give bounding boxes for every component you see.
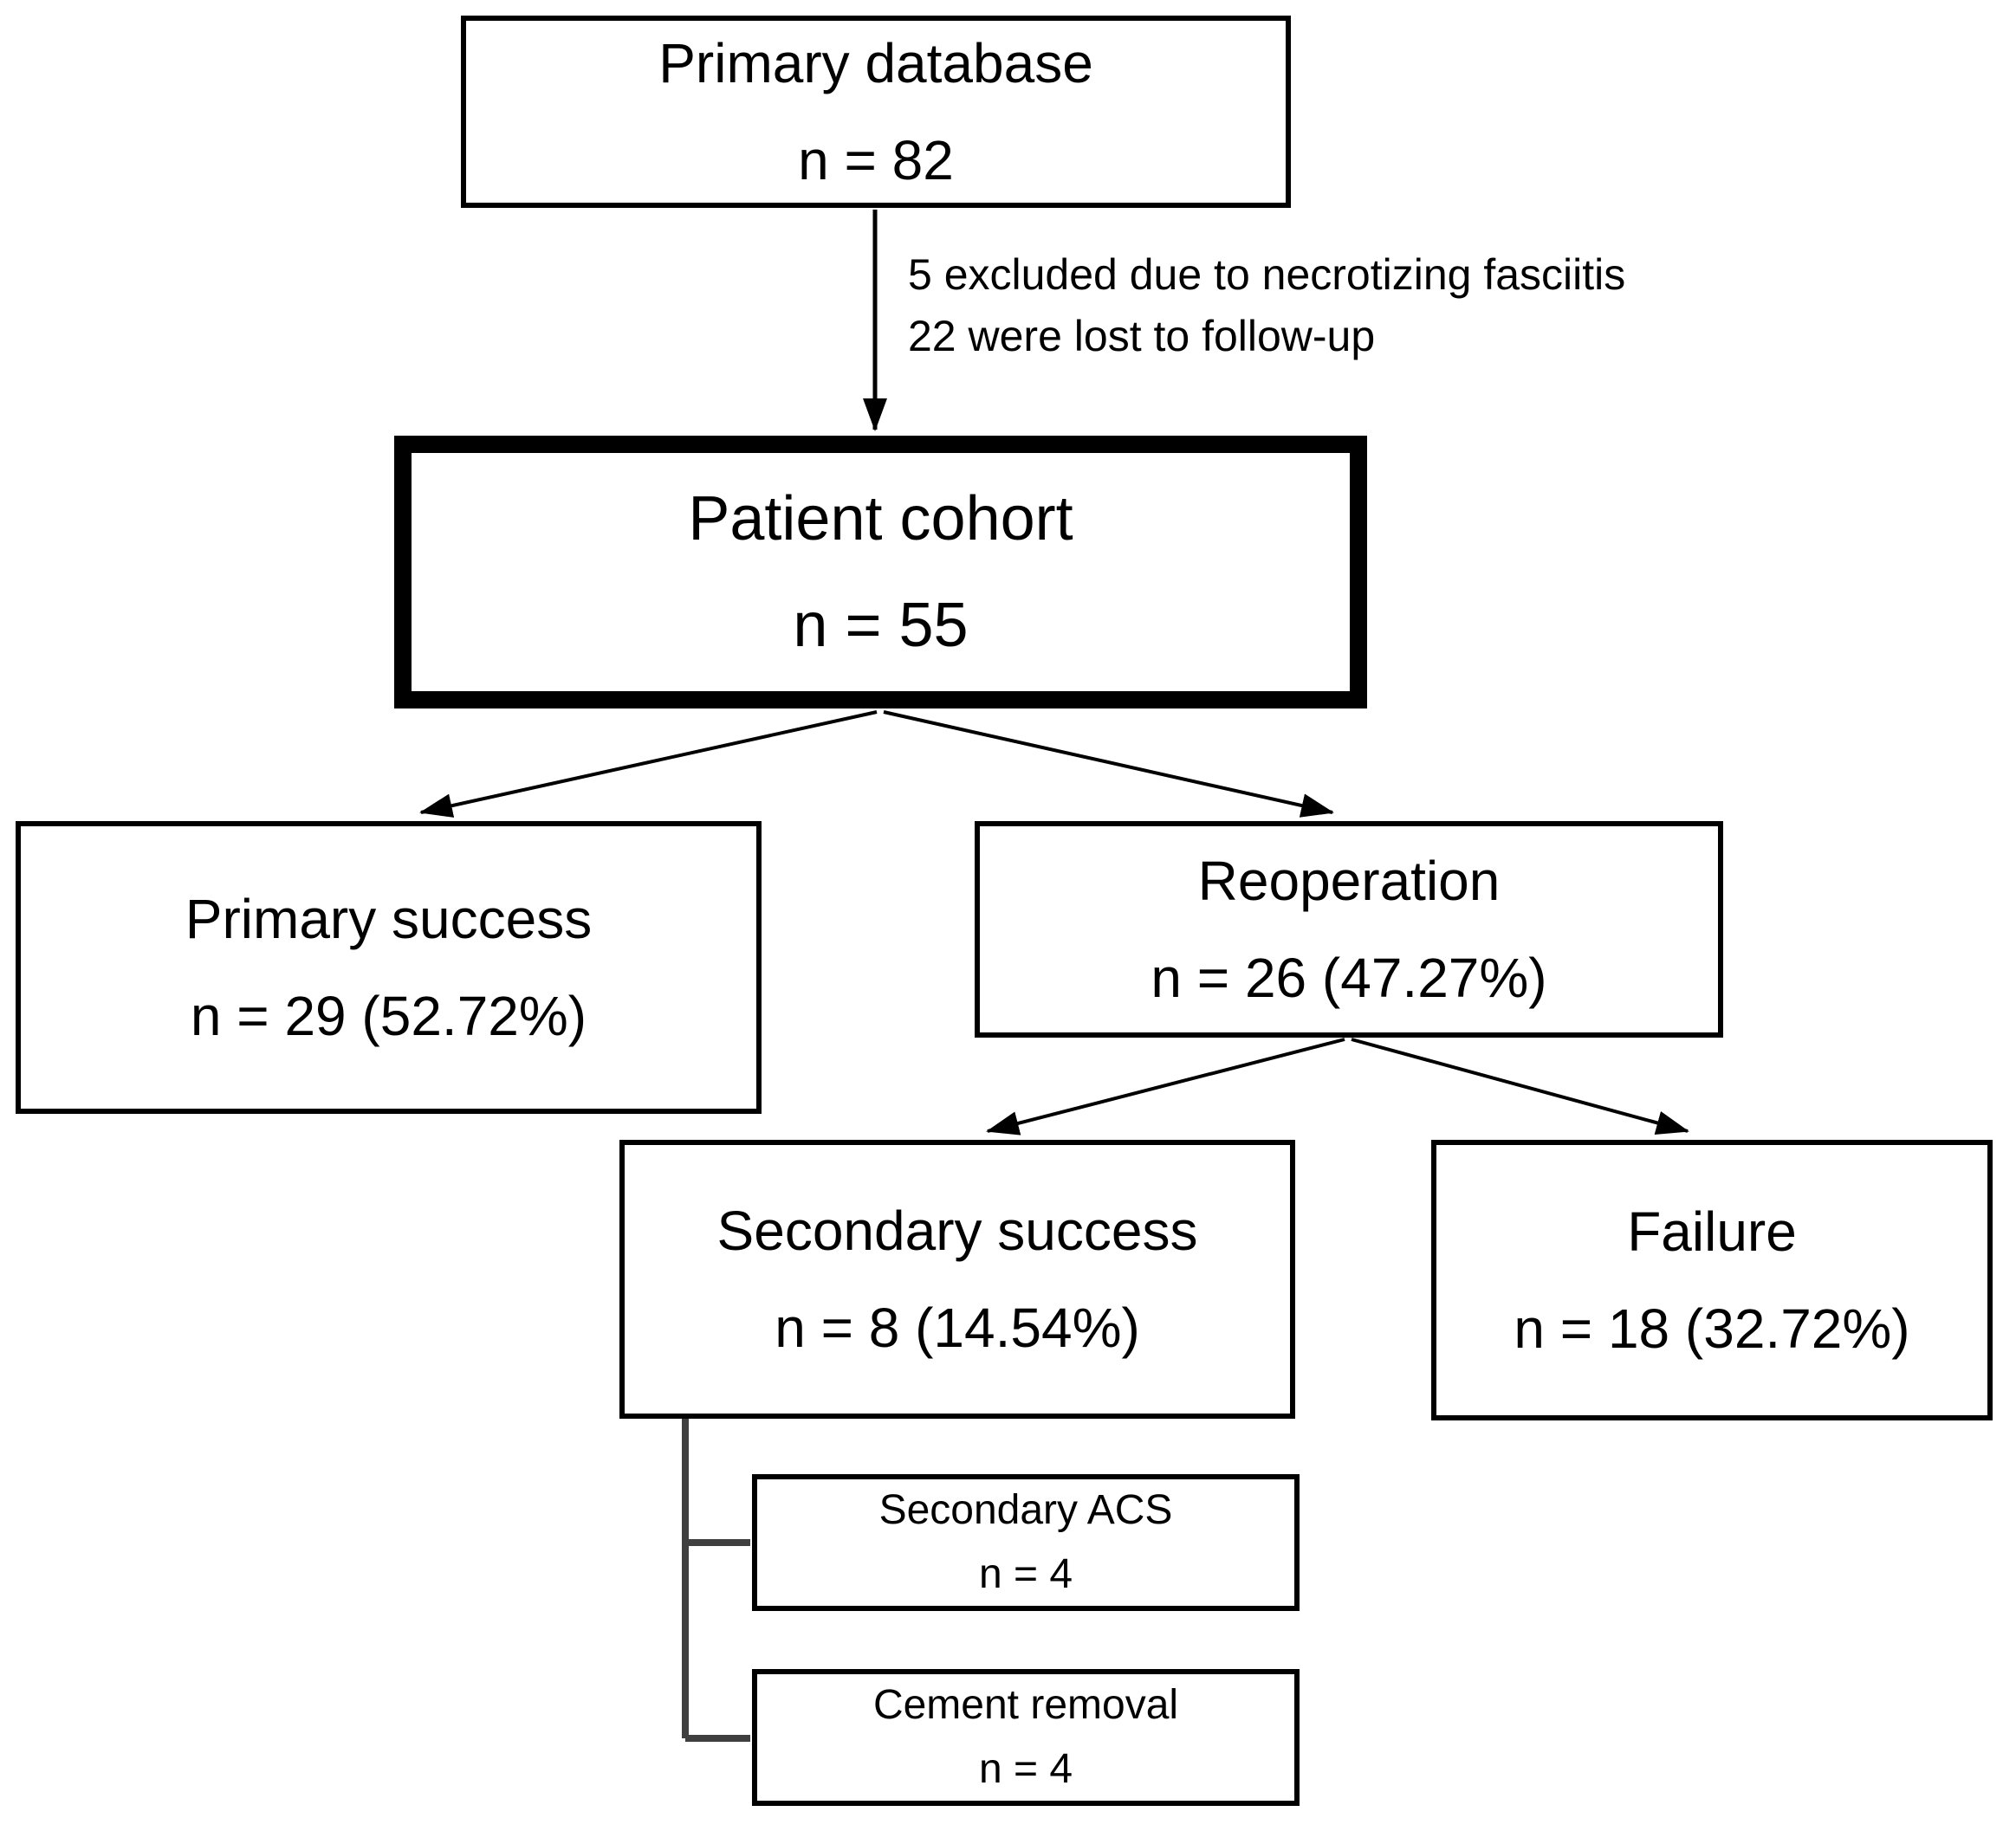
arrow-cohort-to-reoperation [883,710,1334,818]
node-count: n = 4 [978,1746,1073,1792]
arrow-cohort-to-primary-success [419,710,878,818]
node-count: n = 18 (32.72%) [1514,1297,1910,1360]
node-secondary-success: Secondary success n = 8 (14.54%) [619,1140,1295,1419]
node-title: Secondary ACS [878,1486,1173,1533]
node-title: Failure [1627,1200,1797,1263]
node-count: n = 29 (52.72%) [190,985,587,1047]
node-count: n = 8 (14.54%) [775,1297,1140,1359]
node-failure: Failure n = 18 (32.72%) [1431,1140,1993,1420]
node-count: n = 4 [978,1551,1073,1597]
node-title: Primary database [658,32,1093,94]
node-title: Primary success [185,888,593,950]
node-patient-cohort: Patient cohort n = 55 [394,436,1367,708]
arrow-reoperation-to-secondary-success [986,1038,1345,1135]
node-primary-database: Primary database n = 82 [461,16,1291,208]
exclusion-note-line1: 5 excluded due to necrotizing fasciitis [908,250,1626,299]
exclusion-note-line2: 22 were lost to follow-up [908,312,1376,360]
node-reoperation: Reoperation n = 26 (47.27%) [975,821,1723,1038]
node-primary-success: Primary success n = 29 (52.72%) [16,821,762,1114]
node-count: n = 26 (47.27%) [1151,947,1547,1009]
node-count: n = 82 [798,129,954,191]
node-title: Patient cohort [688,484,1073,554]
node-title: Secondary success [716,1200,1198,1262]
exclusion-note: 5 excluded due to necrotizing fasciitis … [908,244,1625,367]
node-title: Reoperation [1197,850,1501,912]
arrow-reoperation-to-failure [1351,1038,1689,1135]
node-count: n = 55 [793,590,969,660]
node-title: Cement removal [872,1681,1179,1728]
node-cement-removal: Cement removal n = 4 [752,1669,1300,1806]
node-secondary-acs: Secondary ACS n = 4 [752,1474,1300,1611]
